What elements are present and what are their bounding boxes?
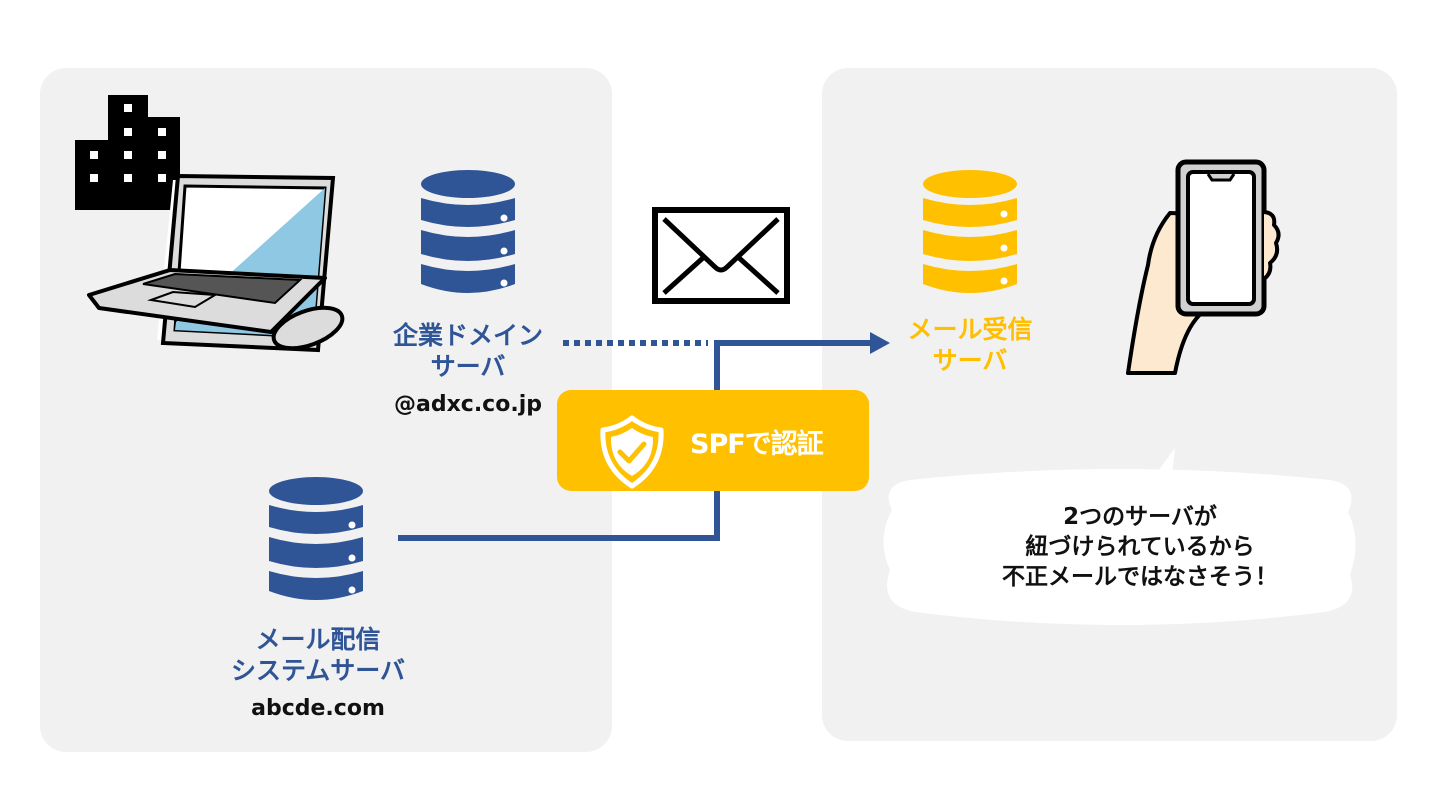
mail-server-label: メール受信 サーバ [880, 314, 1060, 376]
mail-server-label-line2: サーバ [932, 346, 1008, 375]
delivery-server-domain: abcde.com [251, 696, 385, 721]
delivery-server-database-icon [269, 477, 363, 600]
domain-server-label: 企業ドメイン サーバ [378, 320, 558, 382]
domain-server-domain: @adxc.co.jp [394, 392, 542, 417]
domain-server-database-icon [421, 170, 515, 293]
receiver-panel [822, 68, 1397, 741]
mail-server-label-line1: メール受信 [907, 315, 1033, 344]
delivery-server-label-line2: システムサーバ [230, 656, 405, 685]
speech-line-1: 2つのサーバが [1063, 504, 1217, 530]
shield-check-icon [600, 415, 664, 489]
speech-bubble [883, 448, 1356, 625]
office-building-icon [75, 95, 180, 210]
delivery-server-label-line1: メール配信 [255, 625, 381, 654]
domain-server-label-line2: サーバ [430, 352, 506, 381]
spf-auth-badge: SPFで認証 [557, 390, 869, 491]
smartphone-in-hand-icon [1126, 159, 1281, 375]
speech-bubble-text: 2つのサーバが 紐づけられているから 不正メールではなさそう！ [905, 502, 1375, 592]
laptop-icon [87, 173, 345, 353]
spf-auth-label: SPFで認証 [690, 429, 824, 460]
delivery-server-label: メール配信 システムサーバ [206, 624, 430, 686]
speech-line-3: 不正メールではなさそう！ [1002, 564, 1278, 590]
envelope-icon [652, 207, 790, 304]
speech-line-2: 紐づけられているから [1025, 534, 1255, 560]
mail-server-database-icon [923, 170, 1017, 293]
domain-server-label-line1: 企業ドメイン [392, 321, 543, 350]
